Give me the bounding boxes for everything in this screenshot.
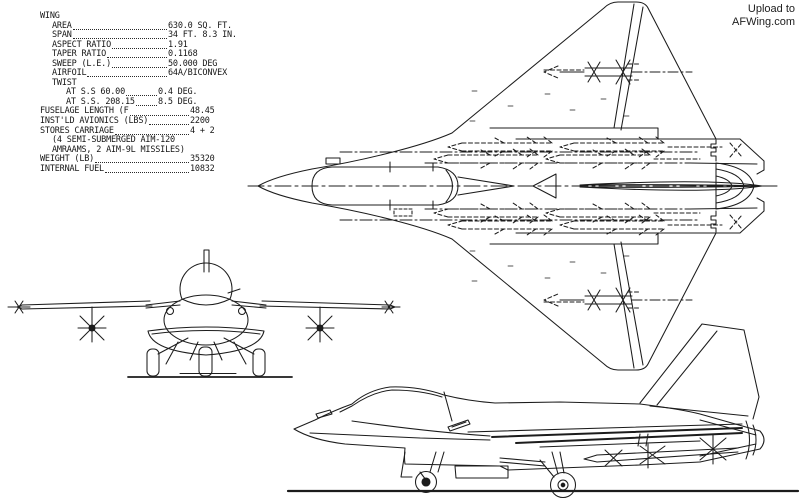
spec-label: ASPECT RATIO: [52, 39, 112, 50]
dot-leader: [149, 124, 189, 126]
dot-leader: [87, 76, 167, 78]
spec-row: TAPER RATIO 0.1168: [40, 50, 252, 60]
dot-leader: [112, 66, 167, 68]
spec-label: AT S.S 60.00: [66, 87, 126, 98]
spec-label: INST'LD AVIONICS (LBS): [40, 116, 149, 127]
missile-star-right: [305, 306, 335, 343]
dot-leader: [135, 104, 157, 106]
spec-label: WEIGHT (LB): [40, 154, 95, 165]
spec-value: 4 + 2: [190, 125, 215, 136]
spec-row: INST'LD AVIONICS (LBS) 2200: [40, 116, 252, 127]
watermark-credit: Upload to AFWing.com: [732, 3, 795, 28]
watermark-line2: AFWing.com: [732, 15, 795, 28]
dot-leader: [107, 57, 167, 59]
spec-value: 64A/BICONVEX: [168, 68, 228, 79]
spec-label: (4 SEMI-SUBMERGED AIM-120: [52, 135, 175, 146]
dot-leader: [114, 133, 189, 135]
dot-leader: [72, 38, 167, 40]
dot-leader: [104, 171, 189, 173]
spec-row: AREA 630.0 SQ. FT.: [40, 20, 252, 32]
spec-row: AT S.S. 208.15 8.5 DEG.: [40, 96, 252, 108]
spec-table-title: WING: [40, 11, 60, 21]
spec-row: ASPECT RATIO 1.91: [40, 39, 252, 51]
spec-label: FUSELAGE LENGTH (F: [40, 106, 129, 117]
side-view: [286, 323, 800, 499]
dot-leader: [95, 162, 189, 164]
nozzle-plan: [715, 162, 755, 210]
spec-row: AMRAAMS, 2 AIM-9L MISSILES): [40, 144, 252, 156]
dot-leader: [129, 114, 189, 116]
spec-label: STORES CARRIAGE: [40, 125, 114, 136]
spec-row: INTERNAL FUEL 10832: [40, 163, 252, 175]
spec-value: 34 FT. 8.3 IN.: [168, 30, 237, 41]
spec-row: SWEEP (L.E.) 50.000 DEG: [40, 58, 252, 70]
spec-label: INTERNAL FUEL: [40, 163, 104, 174]
plan-view: [247, 2, 781, 370]
spec-label: AREA: [52, 20, 72, 31]
canopy-plan: [311, 161, 459, 211]
missile-star-left: [77, 306, 107, 343]
spec-label: AMRAAMS, 2 AIM-9L MISSILES): [52, 144, 185, 155]
spec-value: 50.000 DEG: [168, 58, 218, 69]
spec-value: 8.5 DEG.: [158, 96, 198, 107]
spec-row: (4 SEMI-SUBMERGED AIM-120: [40, 136, 252, 146]
spec-label: SPAN: [52, 30, 72, 41]
watermark-line1: Upload to: [747, 3, 795, 15]
spec-label: AIRFOIL: [52, 68, 87, 79]
spec-row: STORES CARRIAGE 4 + 2: [40, 125, 252, 137]
dot-leader: [112, 47, 167, 49]
spec-row: AT S.S 60.00 0.4 DEG.: [40, 88, 252, 98]
spec-row: SPAN 34 FT. 8.3 IN.: [40, 31, 252, 41]
spec-value: 2200: [190, 116, 210, 127]
spec-row: TWIST: [40, 77, 252, 89]
spec-label: TAPER RATIO: [52, 49, 107, 60]
spec-label: SWEEP (L.E.): [52, 58, 112, 69]
spec-value: 35320: [190, 154, 215, 165]
spec-value: 1.91: [168, 39, 188, 50]
spec-row: AIRFOIL 64A/BICONVEX: [40, 69, 252, 79]
spec-value: 10832: [190, 163, 215, 174]
spec-value: 0.1168: [168, 49, 198, 60]
spec-label: TWIST: [52, 77, 77, 88]
spec-value: 48.45: [190, 106, 215, 117]
spec-table: WING AREA 630.0 SQ. FT. SPAN 34 FT. 8.3 IN.…: [40, 11, 252, 175]
aim9-side: [583, 433, 739, 469]
spec-row: FUSELAGE LENGTH (F 48.45: [40, 107, 252, 117]
dot-leader: [72, 28, 167, 30]
spec-value: 0.4 DEG.: [158, 87, 198, 98]
front-view: [7, 249, 401, 378]
spec-label: AT S.S. 208.15: [66, 96, 135, 107]
spec-row: WEIGHT (LB) 35320: [40, 155, 252, 165]
spec-value: 630.0 SQ. FT.: [168, 20, 232, 31]
dot-leader: [126, 95, 157, 97]
